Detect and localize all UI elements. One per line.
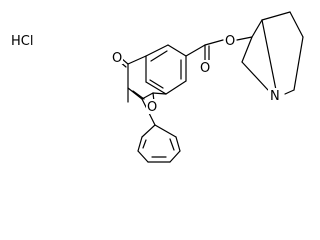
bond	[145, 44, 169, 57]
ester-carbonyl-oxygen-label: O	[200, 61, 210, 76]
bond	[127, 87, 143, 100]
bond	[137, 150, 149, 163]
bond	[127, 55, 147, 65]
bond	[289, 11, 304, 38]
bond	[137, 136, 143, 152]
bond	[204, 39, 224, 46]
bond	[261, 11, 291, 21]
bond	[284, 89, 295, 95]
bond	[236, 36, 253, 41]
bond	[149, 79, 164, 89]
bond	[142, 139, 147, 149]
bond	[185, 44, 206, 57]
bond	[167, 44, 187, 57]
bond	[261, 19, 269, 51]
hcl-label: HCl	[11, 34, 33, 49]
bond	[169, 138, 175, 151]
bond	[175, 136, 181, 152]
bond	[241, 36, 253, 63]
bond	[150, 50, 168, 62]
bond	[169, 150, 181, 163]
bond	[132, 90, 145, 100]
bond	[241, 61, 269, 91]
bond	[165, 80, 187, 95]
bond	[293, 36, 304, 91]
nitrogen-label: N	[270, 89, 280, 104]
bond	[154, 124, 177, 138]
chemical-structure: HCl	[11, 11, 304, 163]
bond	[141, 92, 154, 100]
ring-oxygen-label: O	[147, 100, 157, 115]
bond	[141, 124, 156, 138]
bond	[145, 81, 167, 95]
bond	[251, 19, 263, 38]
bond	[152, 92, 167, 95]
atom-labels: O O O O N	[111, 32, 282, 115]
bond	[267, 49, 277, 91]
keto-oxygen-label: O	[112, 51, 122, 66]
bonds	[118, 11, 304, 163]
ester-oxygen-label: O	[225, 34, 235, 49]
